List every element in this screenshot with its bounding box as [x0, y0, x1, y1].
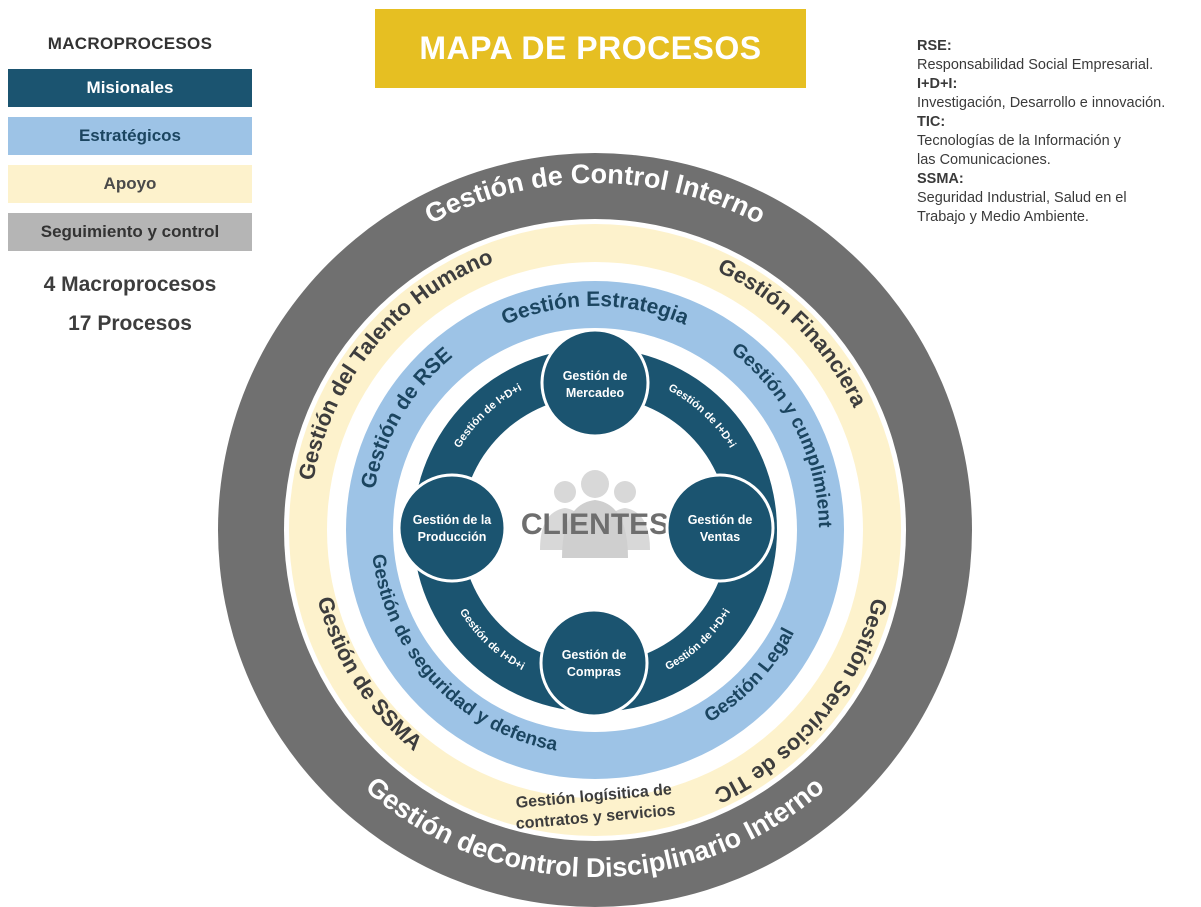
glossary-def-idi: Investigación, Desarrollo e innovación.: [917, 95, 1166, 111]
glossary-term-idi: I+D+I:: [917, 76, 958, 92]
glossary-def-rse: Responsabilidad Social Empresarial.: [917, 57, 1154, 73]
legend-misionales: Misionales: [8, 69, 252, 107]
node-compras: Gestión de Compras: [539, 608, 649, 718]
glossary-term-ssma: SSMA:: [917, 171, 964, 187]
node-mercadeo: Gestión de Mercadeo: [540, 328, 650, 438]
glossary-def-tic: Tecnologías de la Información y las Comu…: [917, 133, 1121, 168]
node-ventas: Gestión de Ventas: [665, 473, 775, 583]
center-label: CLIENTES: [521, 508, 669, 541]
node-ventas-line2: Ventas: [700, 530, 740, 544]
glossary-term-tic: TIC:: [917, 114, 946, 130]
node-compras-line2: Compras: [567, 665, 621, 679]
node-ventas-line1: Gestión de: [688, 513, 753, 527]
people-icon: [540, 470, 650, 558]
node-mercadeo-line2: Mercadeo: [566, 386, 625, 400]
page-title: MAPA DE PROCESOS: [375, 9, 806, 88]
summary-macroprocesos: 4 Macroprocesos: [43, 273, 217, 296]
node-mercadeo-line1: Gestión de: [563, 369, 628, 383]
glossary-term-rse: RSE:: [917, 38, 952, 54]
legend-title: MACROPROCESOS: [47, 34, 213, 53]
legend-estrategicos: Estratégicos: [8, 117, 252, 155]
glossary: RSE: Responsabilidad Social Empresarial.…: [917, 37, 1199, 227]
node-produccion-line2: Producción: [418, 530, 487, 544]
node-produccion-line1: Gestión de la: [413, 513, 493, 527]
summary-procesos: 17 Procesos: [68, 312, 192, 335]
node-compras-line1: Gestión de: [562, 648, 627, 662]
glossary-def-ssma: Seguridad Industrial, Salud en el Trabaj…: [917, 190, 1127, 225]
node-produccion: Gestión de la Producción: [397, 473, 507, 583]
legend-apoyo: Apoyo: [8, 165, 252, 203]
legend-seguimiento: Seguimiento y control: [8, 213, 252, 251]
